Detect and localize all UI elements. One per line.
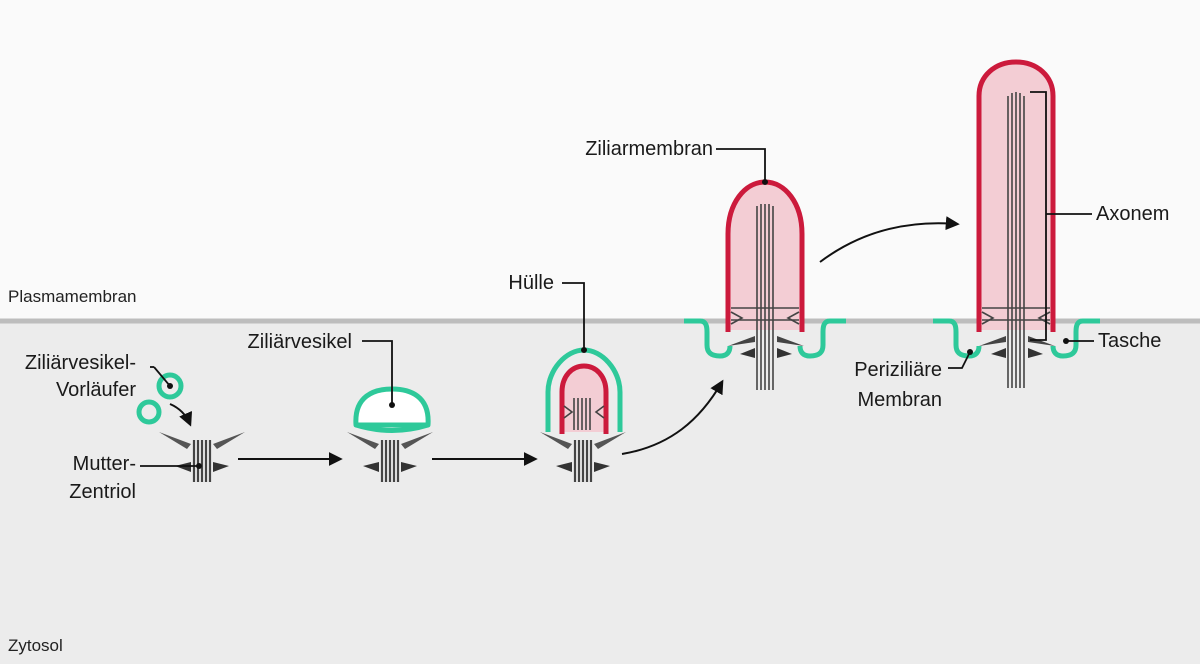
stage-arrow-3 (621, 379, 724, 455)
mutterzentriol-label-1: Mutter- (73, 453, 136, 475)
plasmamembran-label: Plasmamembran (8, 287, 137, 306)
vesikel-vorlaeufer-label-1: Ziliärvesikel- (25, 352, 136, 374)
elongated-ciliary-membrane (976, 59, 1056, 332)
stage-5 (933, 59, 1100, 388)
vesicle-move-arrow (169, 403, 193, 427)
ziliaervesikel-label: Ziliärvesikel (248, 331, 352, 353)
vesikel-vorlaeufer-label-2: Vorläufer (56, 379, 136, 401)
ziliarmembran-label: Ziliarmembran (585, 138, 713, 160)
huelle-label: Hülle (508, 272, 554, 294)
ciliary-membrane-early (559, 363, 609, 434)
axonem-label: Axonem (1096, 203, 1169, 225)
precursor-vesicle-1 (156, 372, 184, 400)
stage-arrow-4 (819, 216, 960, 263)
precursor-vesicle-2 (136, 399, 162, 425)
periziliaere-label-2: Membran (858, 389, 942, 411)
mutterzentriol-label-2: Zentriol (69, 481, 136, 503)
stage-1 (136, 366, 247, 484)
tasche-label: Tasche (1098, 330, 1161, 352)
stage-2 (345, 340, 435, 484)
stage-3 (538, 282, 628, 484)
stage-4 (684, 148, 846, 390)
zytosol-label: Zytosol (8, 636, 63, 655)
axonem-bracket (1030, 91, 1047, 341)
periziliaere-label-1: Periziliäre (854, 359, 942, 381)
